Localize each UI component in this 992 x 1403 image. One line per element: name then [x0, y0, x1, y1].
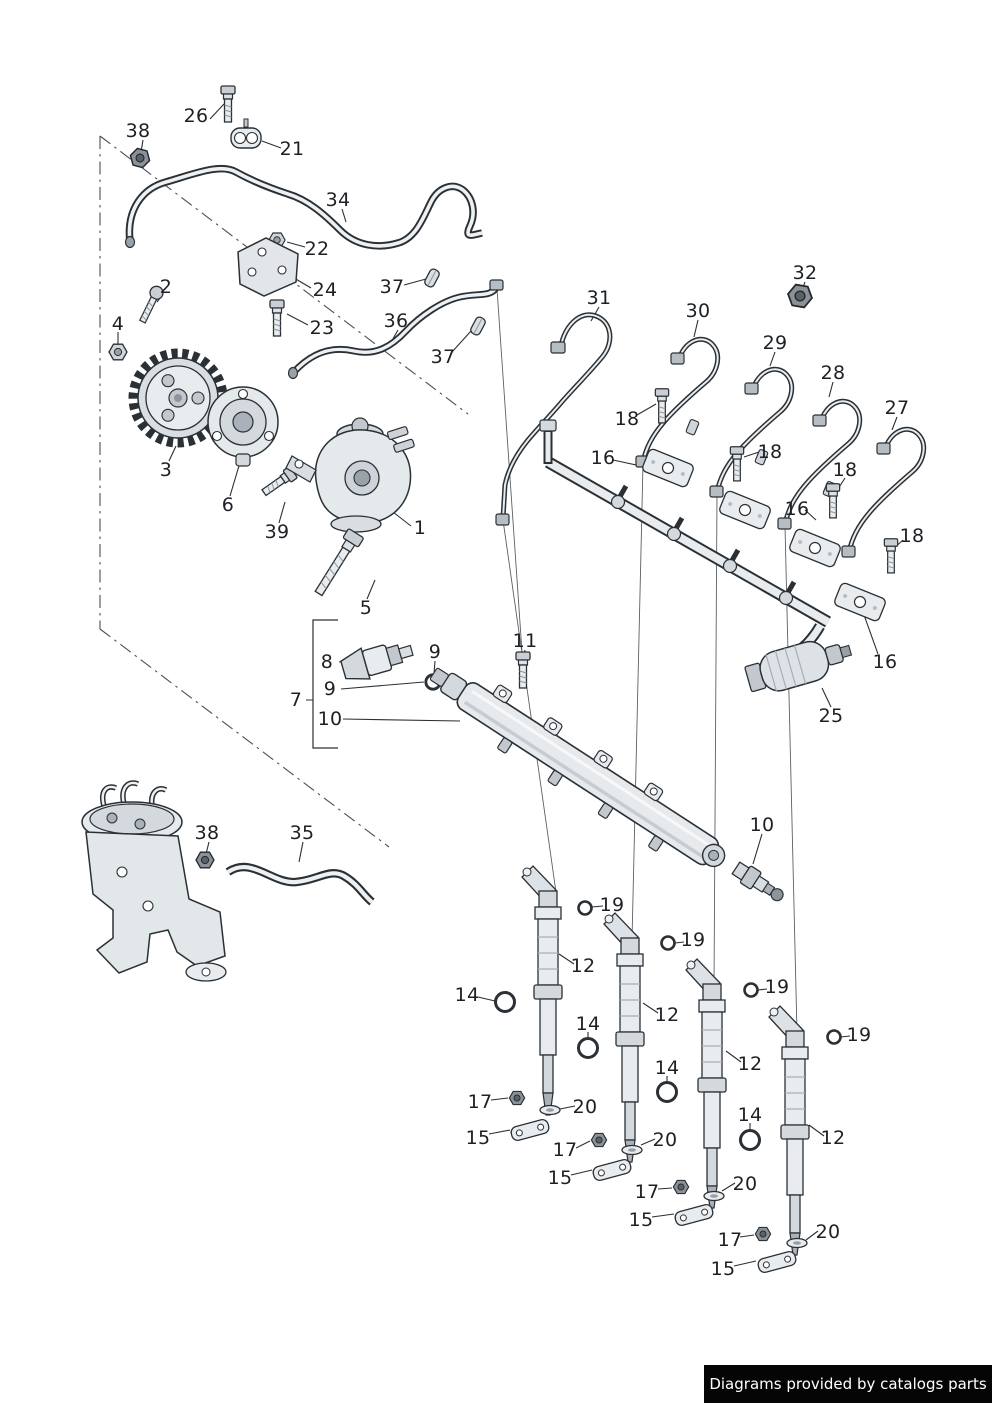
- nut-4: [108, 343, 128, 361]
- washers-20: [539, 1104, 808, 1249]
- screw-2: [138, 285, 164, 324]
- stud-23: [269, 299, 285, 337]
- high-pressure-pump-1: [285, 417, 415, 533]
- rail-pressure-sensor-10: [731, 861, 784, 902]
- hose-clamp-37-a: [422, 267, 442, 289]
- cap-nut-32: [785, 282, 815, 310]
- bracket-7: [312, 619, 338, 749]
- bolt-5: [314, 528, 364, 597]
- pump-flange-6: [207, 386, 279, 467]
- leader-lines: [117, 103, 904, 1267]
- injector-pipe-30: [635, 337, 721, 468]
- pipe-clamp-21: [230, 118, 262, 149]
- projection-lines: [496, 288, 798, 1034]
- nut-38-bottom: [195, 851, 215, 869]
- fuel-rail: [429, 667, 726, 868]
- bolt-26: [220, 85, 236, 123]
- supply-line: [539, 419, 831, 661]
- bracket-24: [237, 237, 299, 297]
- injector-pipe-28: [777, 399, 863, 530]
- footer-text: Diagrams provided by catalogs parts: [709, 1375, 987, 1393]
- hose-35: [225, 862, 375, 906]
- bolt-11: [515, 651, 531, 689]
- injector-pipe-29: [709, 367, 795, 498]
- footer-bar: Diagrams provided by catalogs parts: [704, 1365, 992, 1403]
- pressure-regulator-25: [744, 640, 853, 693]
- pipe-36: [287, 279, 504, 380]
- clamp-plates-15: [509, 1117, 798, 1275]
- hose-clamp-37-b: [468, 315, 488, 337]
- injector-pipe-31: [495, 312, 613, 526]
- fuel-injectors-12: [521, 865, 810, 1256]
- return-pipe-34: [124, 164, 483, 250]
- fuel-pump-module: [81, 780, 227, 982]
- pressure-control-valve-8: [340, 644, 414, 680]
- injector-pipe-27: [841, 427, 927, 558]
- nut-38-top: [127, 146, 153, 170]
